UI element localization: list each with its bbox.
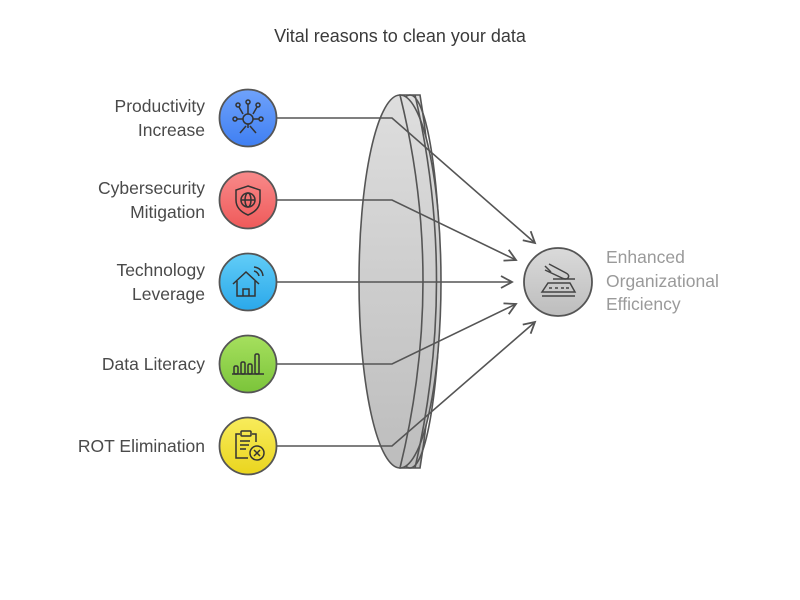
people-network-icon	[232, 99, 264, 134]
label-cybersecurity: Cybersecurity Mitigation	[98, 176, 205, 224]
label-productivity: Productivity Increase	[115, 94, 205, 142]
label-line: Technology	[116, 260, 205, 280]
label-rot-elimination: ROT Elimination	[78, 434, 205, 458]
connector-rot-elimination	[277, 320, 537, 447]
label-line: ROT Elimination	[77, 436, 205, 456]
label-technology: Technology Leverage	[116, 258, 205, 306]
airplane-landing-icon	[540, 263, 577, 297]
clipboard-x-icon	[235, 430, 265, 461]
node-output	[523, 247, 593, 317]
connector-data-literacy	[277, 302, 518, 365]
output-label-line: Efficiency	[606, 294, 681, 314]
label-line: Leverage	[132, 284, 205, 304]
smart-home-icon	[232, 266, 264, 297]
label-data-literacy: Data Literacy	[102, 352, 205, 376]
label-line: Productivity	[114, 96, 205, 116]
diagram-title: Vital reasons to clean your data	[274, 26, 526, 46]
output-label-line: Organizational	[606, 270, 719, 291]
shield-globe-icon	[235, 185, 261, 216]
output-label: Enhanced Organizational Efficiency	[606, 246, 719, 317]
node-technology	[218, 252, 278, 312]
label-line: Increase	[137, 120, 205, 140]
output-label-line: Enhanced	[606, 247, 685, 267]
node-cybersecurity	[218, 170, 278, 230]
node-data-literacy	[218, 334, 278, 394]
bar-chart-icon	[232, 353, 264, 375]
connector-productivity	[277, 117, 537, 245]
node-productivity	[218, 88, 278, 148]
node-rot-elimination	[218, 416, 278, 476]
label-line: Data Literacy	[101, 354, 205, 374]
label-line: Cybersecurity	[98, 178, 205, 198]
connector-cybersecurity	[277, 199, 518, 262]
label-line: Mitigation	[130, 202, 205, 222]
